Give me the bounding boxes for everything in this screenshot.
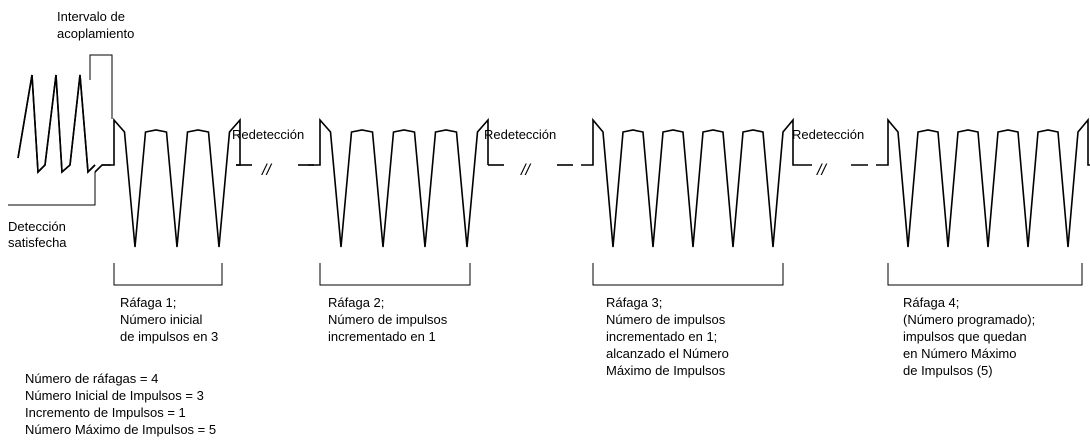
parameter-line: Incremento de Impulsos = 1 xyxy=(25,405,186,420)
coupling-interval-label-line2: acoplamiento xyxy=(57,26,134,41)
burst-2-caption-line2: Número de impulsos xyxy=(328,312,448,327)
burst-3-caption-line1: Ráfaga 3; xyxy=(606,295,662,310)
burst-4-caption-line4: en Número Máximo xyxy=(903,346,1016,361)
burst-3-caption-line5: Máximo de Impulsos xyxy=(606,363,726,378)
tachycardia-rhythm-end xyxy=(94,164,111,173)
parameter-line: Número Máximo de Impulsos = 5 xyxy=(25,422,216,437)
tachycardia-rhythm-trace xyxy=(17,74,96,174)
parameter-summary: Número de ráfagas = 4 Número Inicial de … xyxy=(25,371,216,437)
burst-4-caption-line5: de Impulsos (5) xyxy=(903,363,993,378)
bursts-layer xyxy=(102,117,1090,248)
burst-1-caption-line2: Número inicial xyxy=(120,312,202,327)
redetection-segment-1: Redetección // xyxy=(232,127,314,179)
burst-4-pulse-train xyxy=(876,117,1090,248)
redetection-segment-2: Redetección // xyxy=(484,127,573,179)
burst-2-bracket xyxy=(319,263,471,286)
time-break-symbol: // xyxy=(816,162,827,179)
burst-3-caption-line4: alcanzado el Número xyxy=(606,346,729,361)
parameter-line: Número Inicial de Impulsos = 3 xyxy=(25,388,204,403)
burst-3-bracket xyxy=(592,263,784,286)
parameter-line: Número de ráfagas = 4 xyxy=(25,371,158,386)
burst-4-bracket xyxy=(887,263,1083,286)
burst-3-pulse-train xyxy=(581,117,795,248)
redetection-label: Redetección xyxy=(792,127,864,142)
time-break-symbol: // xyxy=(520,162,531,179)
burst-4-caption-line2: (Número programado); xyxy=(903,312,1035,327)
burst-4-caption-line1: Ráfaga 4; xyxy=(903,295,959,310)
burst-2-caption-line3: incrementado en 1 xyxy=(328,329,436,344)
burst-2-pulse-train xyxy=(308,117,489,248)
redetection-segment-3: Redetección // xyxy=(792,127,868,179)
burst-2-caption-line1: Ráfaga 2; xyxy=(328,295,384,310)
burst-3-caption-line2: Número de impulsos xyxy=(606,312,726,327)
burst-1-pulse-train xyxy=(102,117,241,248)
redetection-label: Redetección xyxy=(232,127,304,142)
burst-1-caption-line1: Ráfaga 1; xyxy=(120,295,176,310)
coupling-interval-label-line1: Intervalo de xyxy=(57,9,125,24)
detection-pointer-line xyxy=(8,172,96,206)
burst-4-caption-line3: impulsos que quedan xyxy=(903,329,1027,344)
burst-captions: Ráfaga 1; Número inicial de impulsos en … xyxy=(113,263,1083,378)
time-break-symbol: // xyxy=(261,162,272,179)
burst-1-caption-line3: de impulsos en 3 xyxy=(120,329,218,344)
detection-label-line1: Detección xyxy=(8,219,66,234)
burst-1-bracket xyxy=(113,263,223,286)
burst-3-caption-line3: incrementado en 1; xyxy=(606,329,717,344)
redetection-label: Redetección xyxy=(484,127,556,142)
coupling-interval-bracket xyxy=(89,54,113,119)
detection-label-line2: satisfecha xyxy=(8,235,67,250)
